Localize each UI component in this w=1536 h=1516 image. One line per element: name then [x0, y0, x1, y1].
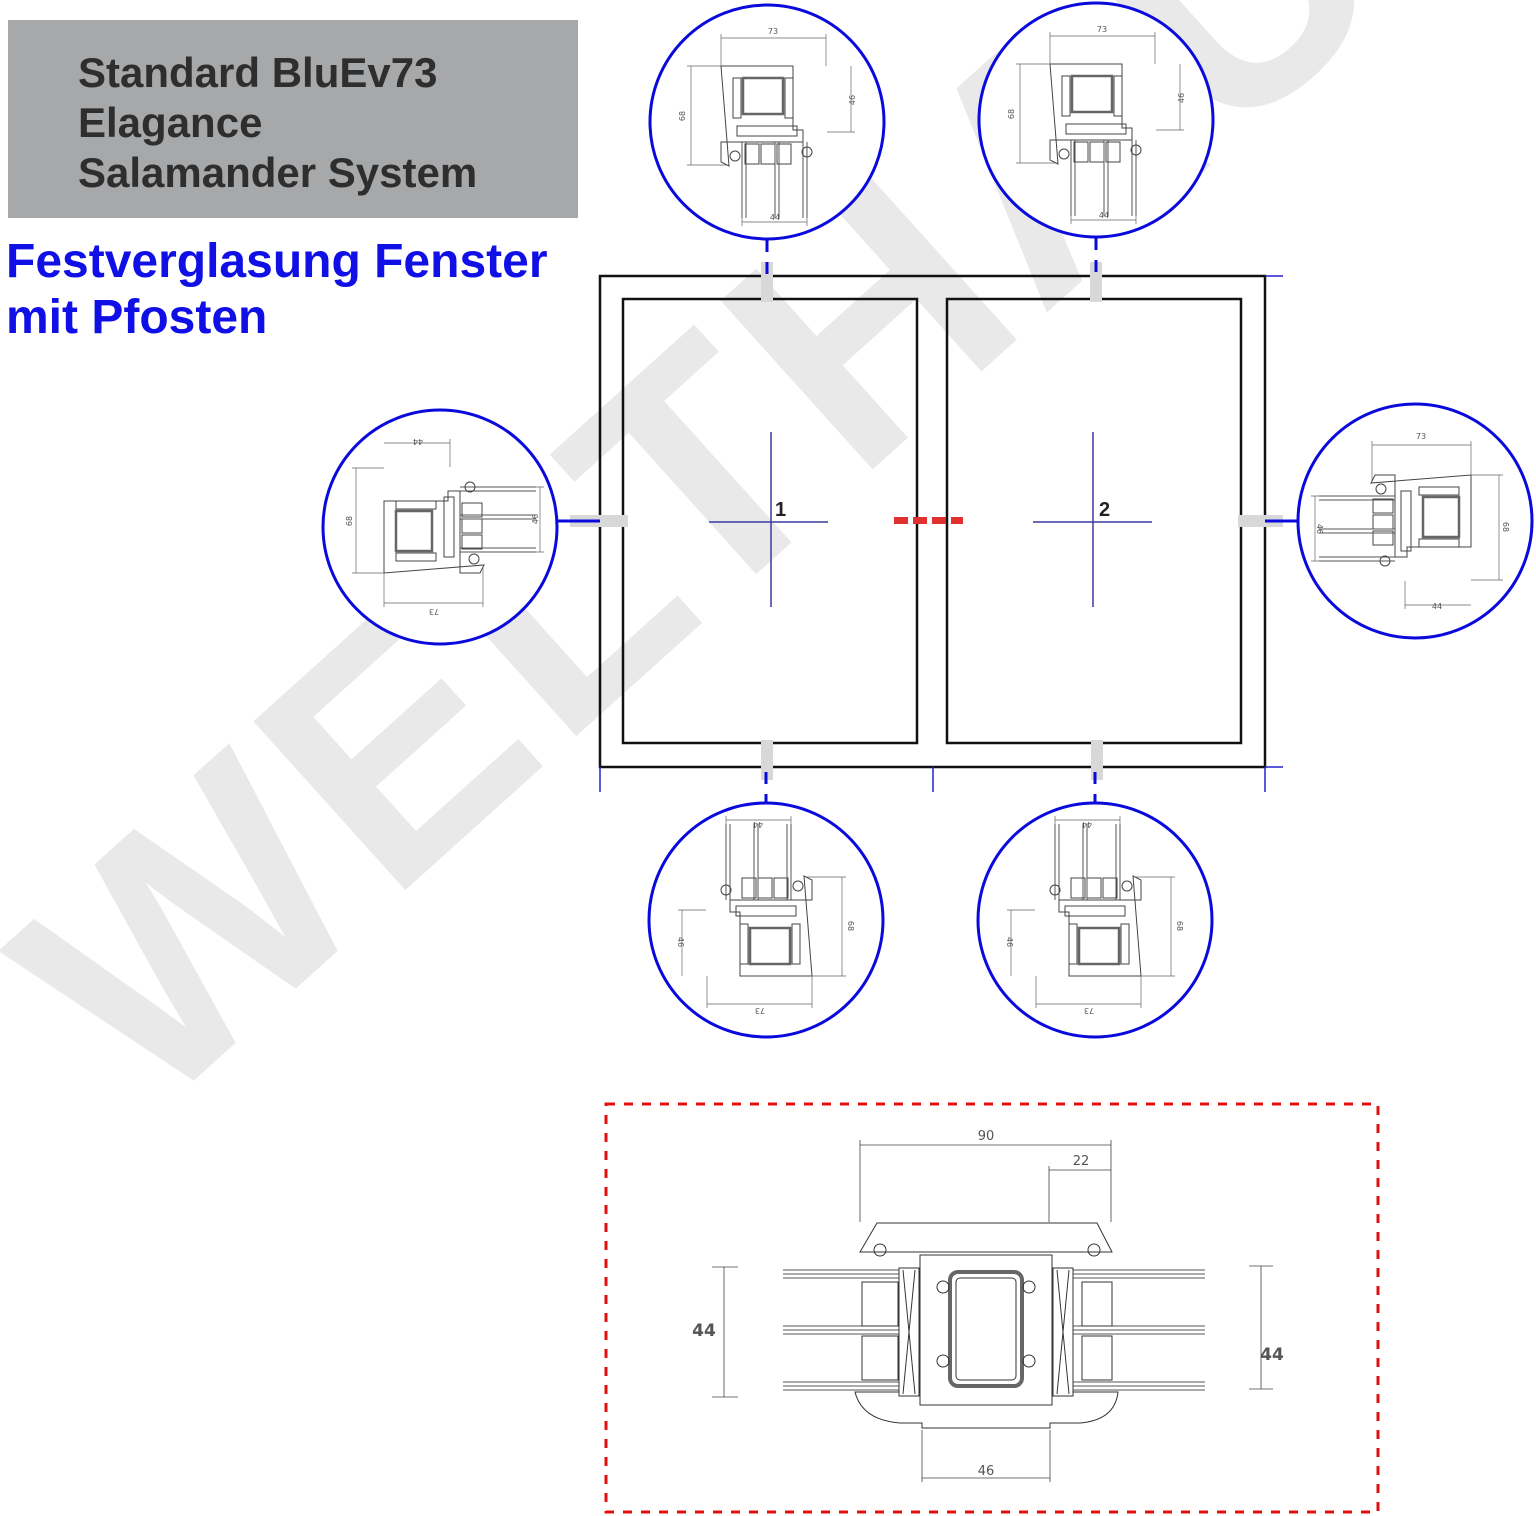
section-dimension: 46 — [1005, 937, 1014, 947]
dim-glass-right: 44 — [1260, 1345, 1284, 1365]
section-dimension: 73 — [429, 607, 439, 616]
section-dimension: 73 — [1097, 25, 1107, 34]
section-dimension: 44 — [770, 213, 780, 222]
section-right: 68 73 44 46 — [1296, 402, 1534, 640]
section-dimension: 68 — [846, 921, 855, 931]
mullion-detail-border — [604, 1102, 1380, 1514]
section-dimension: 44 — [1082, 820, 1092, 829]
dim-mullion-core: 46 — [978, 1464, 995, 1479]
header-line-3: Salamander System — [78, 149, 478, 196]
section-dimension: 73 — [1416, 432, 1426, 441]
section-dimension: 73 — [755, 1006, 765, 1015]
section-dimension: 46 — [1177, 93, 1186, 103]
title-line-2: mit Pfosten — [6, 291, 268, 344]
section-dimension: 68 — [678, 111, 687, 121]
section-bottom-right: 73 68 46 44 — [976, 801, 1214, 1039]
dim-mullion-width: 90 — [978, 1129, 995, 1144]
mullion-detail — [712, 1140, 1273, 1482]
section-dimension: 68 — [1175, 921, 1184, 931]
section-dimension: 73 — [1084, 1006, 1094, 1015]
section-top-right: 73 68 46 44 — [977, 1, 1215, 239]
section-dimension: 44 — [753, 820, 763, 829]
section-left: 68 73 44 46 — [321, 408, 559, 646]
header-box: Standard BluEv73 Elagance Salamander Sys… — [8, 20, 578, 218]
header-line-2: Elagance — [78, 99, 263, 146]
section-dimension: 73 — [768, 27, 778, 36]
section-dimension: 46 — [531, 514, 540, 524]
section-dimension: 44 — [413, 437, 423, 446]
pane-2-label: 2 — [1099, 499, 1110, 521]
section-dimension: 68 — [1501, 522, 1510, 532]
section-dimension: 46 — [848, 95, 857, 105]
dim-mullion-offset: 22 — [1073, 1154, 1090, 1169]
mullion-section-marker — [894, 517, 963, 524]
pane-1-label: 1 — [775, 499, 786, 521]
section-top-left: 73 68 46 44 — [648, 3, 886, 241]
section-dimension: 68 — [1007, 109, 1016, 119]
dim-glass-left: 44 — [692, 1321, 716, 1341]
section-bottom-left: 73 68 46 44 — [647, 801, 885, 1039]
section-dimension: 46 — [1315, 524, 1324, 534]
page-title: Festverglasung Fenster mit Pfosten — [6, 234, 548, 346]
section-dimension: 44 — [1432, 602, 1442, 611]
title-line-1: Festverglasung Fenster — [6, 235, 548, 288]
header-line-1: Standard BluEv73 — [78, 49, 438, 96]
section-dimension: 68 — [345, 516, 354, 526]
section-dimension: 46 — [676, 937, 685, 947]
section-dimension: 44 — [1099, 211, 1109, 220]
